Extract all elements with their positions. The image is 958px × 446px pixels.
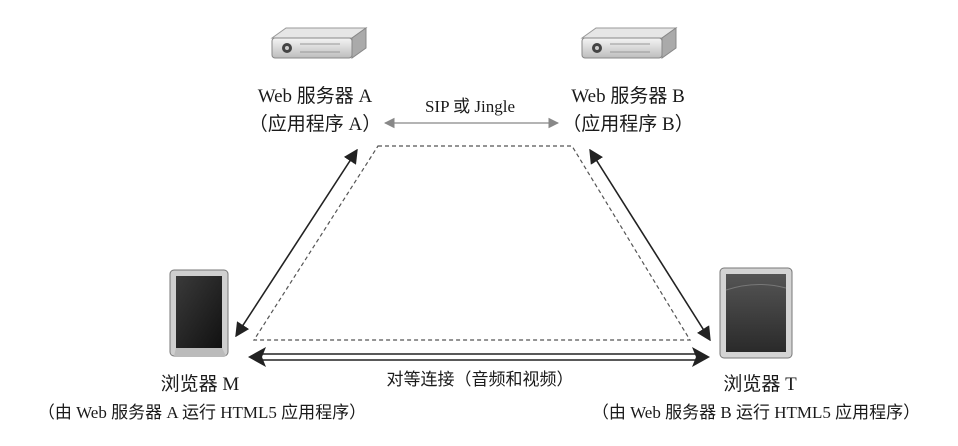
- server-a-app: （应用程序 A）: [248, 114, 382, 135]
- server-b-name: Web 服务器 B: [571, 86, 685, 107]
- server-link-label: SIP 或 Jingle: [424, 97, 516, 116]
- server-b-icon: [580, 27, 678, 59]
- arrow-server-b-browser-t: [589, 148, 711, 342]
- browser-t-name: 浏览器 T: [723, 374, 797, 395]
- peer-connection-arrow: [248, 347, 710, 367]
- tablet-t-icon: [719, 267, 793, 359]
- peer-link-label: 对等连接（音频和视频）: [386, 370, 574, 389]
- server-b-app: （应用程序 B）: [562, 114, 694, 135]
- tablet-m-icon: [169, 269, 229, 357]
- browser-m-desc: （由 Web 服务器 A 运行 HTML5 应用程序）: [37, 403, 367, 422]
- arrow-browser-m-server-a: [235, 148, 358, 338]
- server-a-icon: [270, 27, 368, 59]
- media-path-dashed: [252, 145, 692, 341]
- browser-t-desc: （由 Web 服务器 B 运行 HTML5 应用程序）: [591, 403, 921, 422]
- server-a-name: Web 服务器 A: [257, 86, 373, 107]
- browser-m-name: 浏览器 M: [160, 374, 240, 395]
